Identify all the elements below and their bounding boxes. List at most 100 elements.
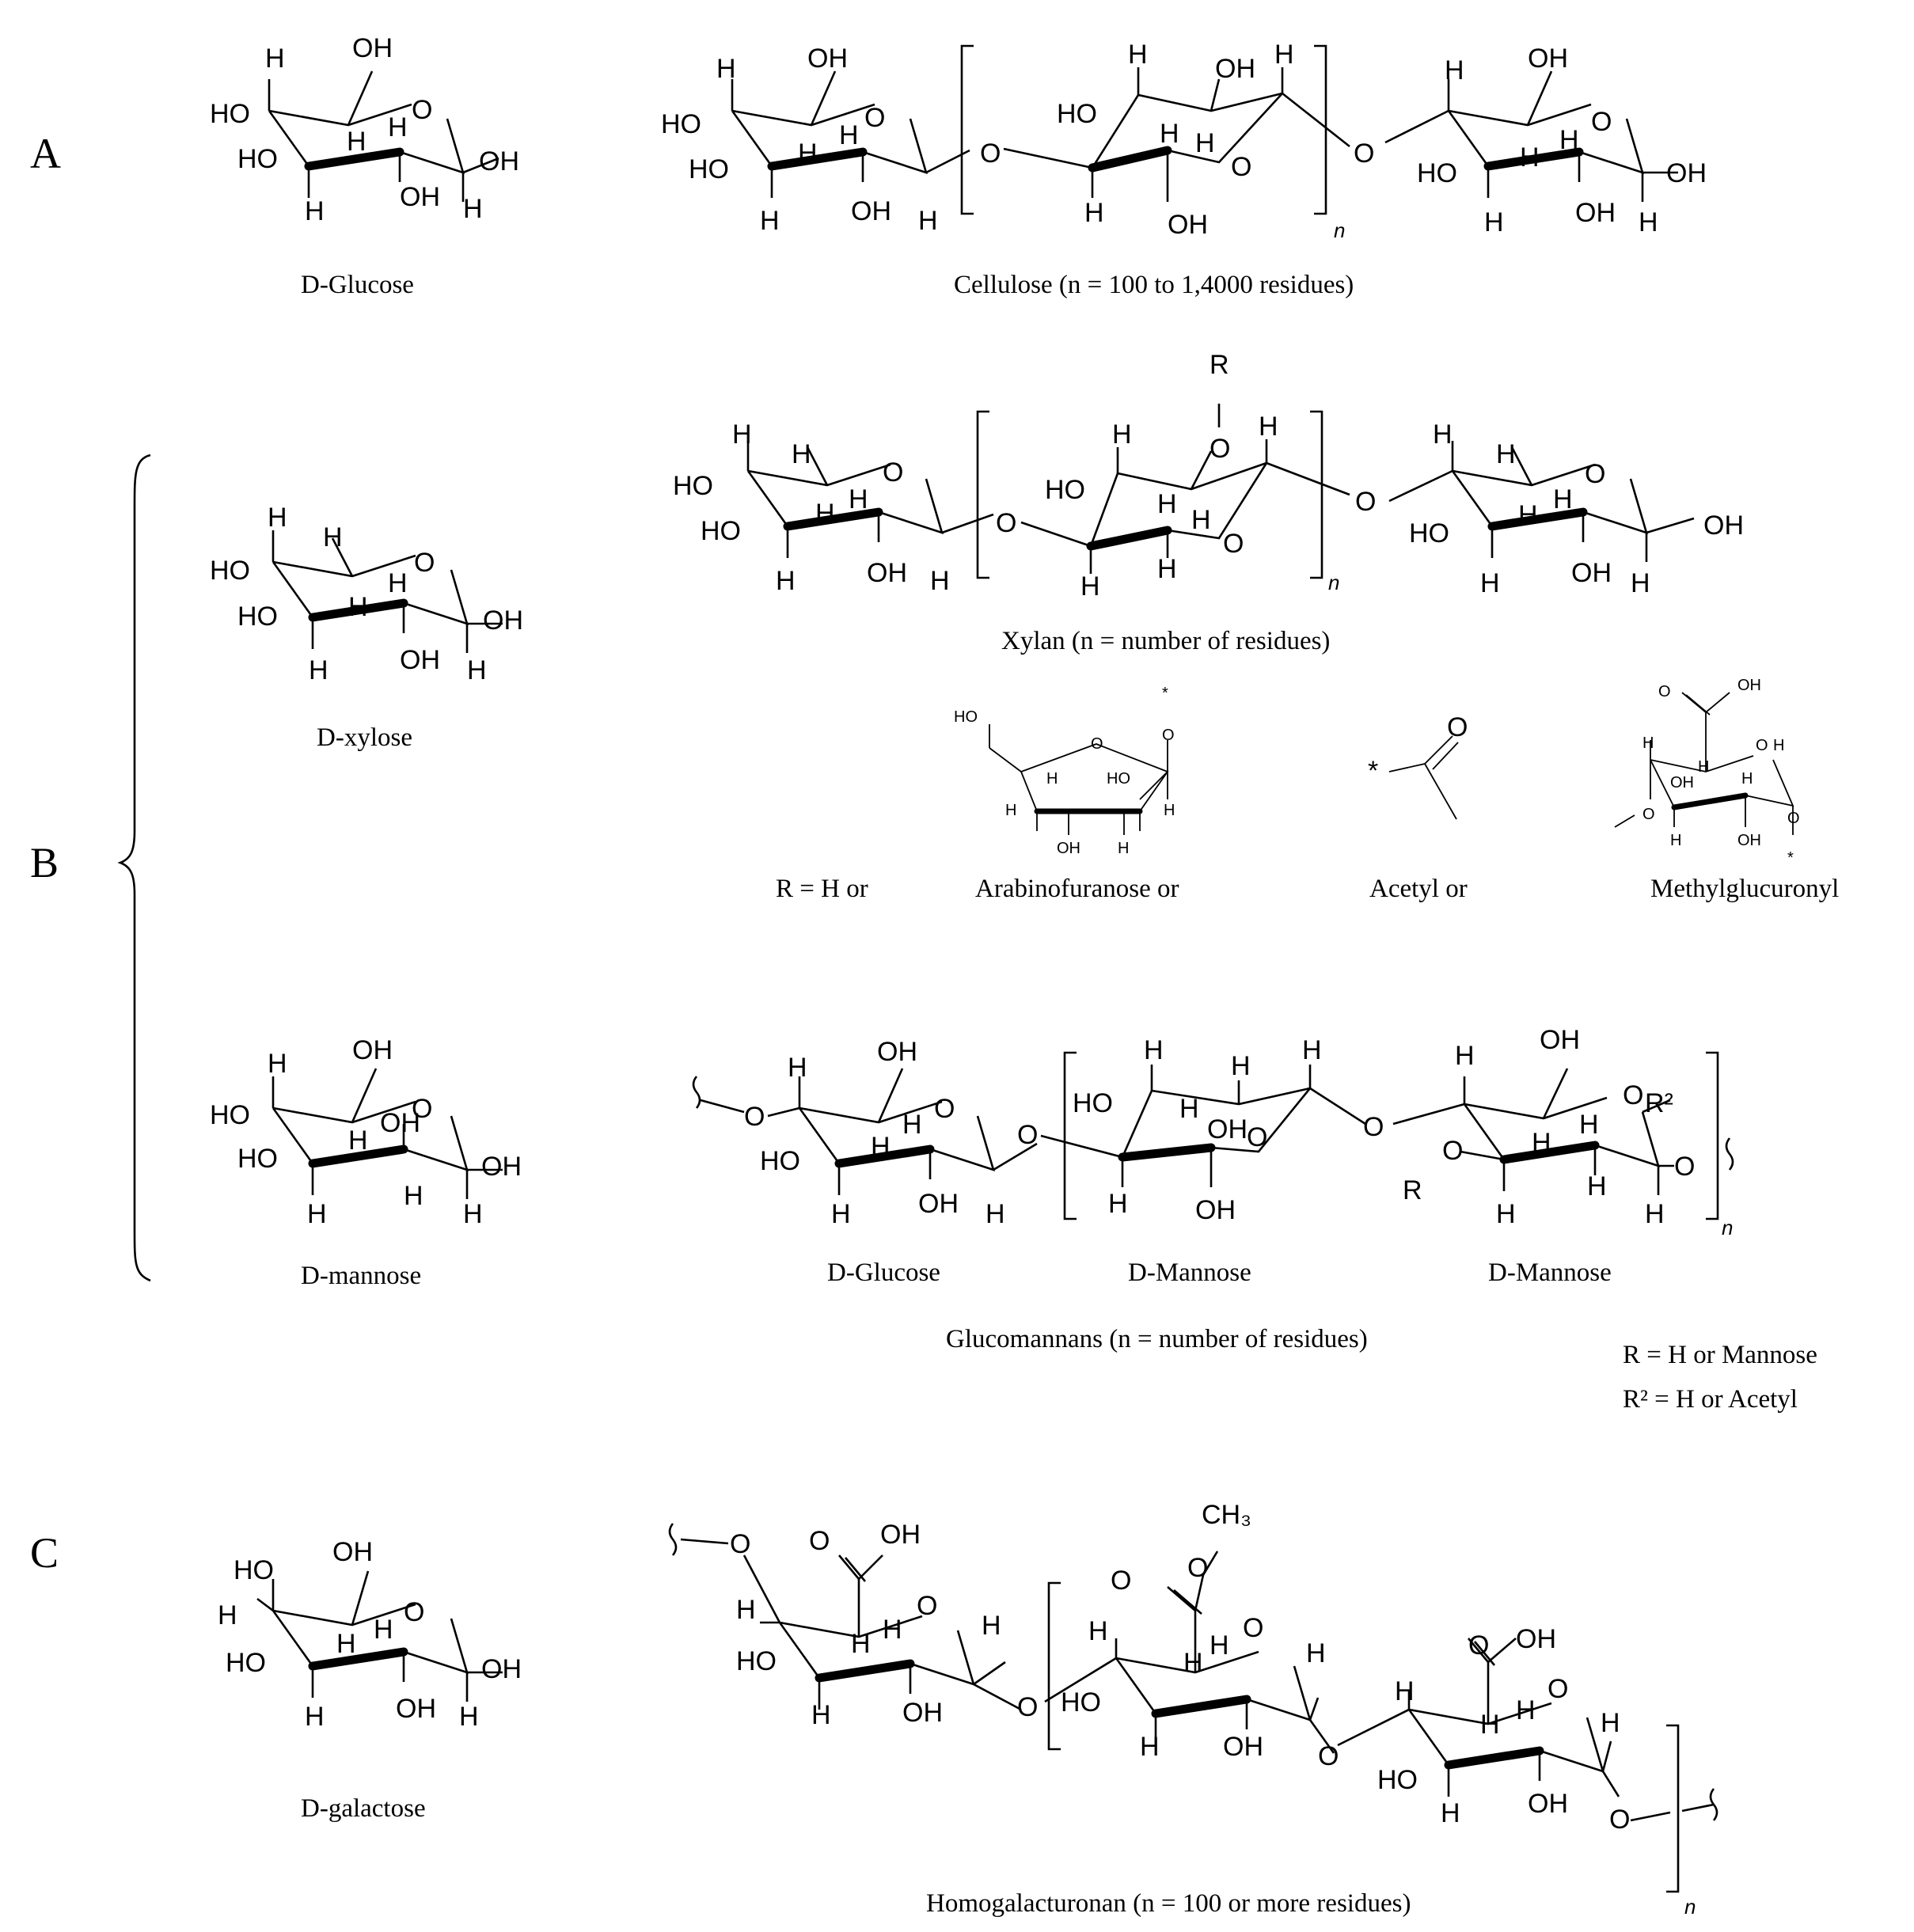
- homogalacturonan-ring-2: [1044, 1551, 1335, 1754]
- atom-label: H: [1046, 770, 1058, 788]
- atom-label: O: [412, 95, 432, 125]
- r-prefix-label: R = H or: [776, 875, 868, 903]
- bracket-right: [1706, 1051, 1719, 1220]
- atom-label: H: [1516, 1695, 1536, 1725]
- polymer-label-xylan: Xylan (n = number of residues): [1001, 627, 1330, 655]
- atom-label: H: [1642, 734, 1654, 752]
- atom-label: H: [760, 206, 780, 236]
- atom-label: OH: [1737, 677, 1761, 694]
- repeat-n: n: [1334, 218, 1345, 242]
- atom-label: H: [1518, 500, 1538, 530]
- homogalacturonan-ring-1: [742, 1554, 1022, 1711]
- atom-label: H: [851, 1629, 871, 1659]
- atom-label: OH: [867, 558, 907, 588]
- section-label-a: A: [30, 130, 61, 177]
- atom-label: O: [1585, 459, 1605, 489]
- monomer-label-galactose: D-galactose: [301, 1794, 426, 1823]
- atom-label: OH: [1571, 558, 1612, 588]
- atom-label: OH: [1703, 511, 1744, 541]
- atom-label: OH: [1195, 1195, 1236, 1225]
- atom-label: H: [1445, 55, 1464, 85]
- atom-label: HO: [736, 1646, 777, 1676]
- polymer-label-glucomannans: Glucomannans (n = number of residues): [946, 1325, 1368, 1353]
- glucose-structure: [269, 70, 499, 202]
- atom-label: O: [1548, 1674, 1568, 1704]
- atom-label: HO: [1409, 518, 1449, 548]
- atom-label: O: [1442, 1136, 1463, 1166]
- atom-label: O: [980, 139, 1001, 169]
- atom-label: H: [1183, 1648, 1203, 1678]
- bracket-right: [1310, 410, 1323, 579]
- atom-label: OH: [1666, 158, 1707, 188]
- atom-label: H: [1631, 568, 1650, 598]
- atom-label: H: [1579, 1110, 1599, 1140]
- atom-label: H: [348, 592, 368, 622]
- atom-label: R: [1210, 350, 1229, 380]
- atom-label: O: [1017, 1120, 1038, 1150]
- atom-label: O: [1623, 1080, 1643, 1110]
- atom-label: H: [1496, 1199, 1516, 1229]
- arabinofuranose-label: Arabinofuranose or: [975, 875, 1179, 903]
- atom-label: H: [1157, 489, 1177, 519]
- atom-label: H: [388, 568, 408, 598]
- section-label-b: B: [30, 839, 59, 886]
- atom-label: H: [347, 127, 366, 157]
- atom-label: OH: [352, 1035, 393, 1065]
- atom-label: O: [1210, 434, 1230, 464]
- atom-label: O: [404, 1597, 424, 1627]
- atom-label: H: [1274, 40, 1294, 70]
- atom-label: H: [1128, 40, 1148, 70]
- polymer-label-cellulose: Cellulose (n = 100 to 1,4000 residues): [954, 271, 1354, 299]
- atom-label: H: [1601, 1708, 1620, 1738]
- atom-label: O: [1223, 529, 1244, 559]
- atom-label: OH: [481, 1152, 522, 1182]
- atom-label: H: [1080, 571, 1100, 602]
- atom-label: H: [815, 499, 835, 529]
- atom-label: OH: [481, 1654, 522, 1684]
- atom-label: H: [467, 655, 487, 685]
- atom-label: H: [1480, 1710, 1500, 1740]
- atom-label: HO: [1073, 1088, 1113, 1118]
- atom-label: H: [1670, 832, 1681, 849]
- repeat-n: n: [1328, 571, 1339, 594]
- atom-label: H: [831, 1199, 851, 1229]
- atom-label: H: [1639, 207, 1658, 237]
- note-r2-definition: R² = H or Acetyl: [1623, 1385, 1798, 1414]
- atom-label: H: [776, 566, 796, 596]
- atom-label: O: [412, 1094, 432, 1124]
- atom-label: O: [917, 1591, 937, 1621]
- atom-label: OH: [1215, 54, 1255, 84]
- atom-label: HO: [210, 556, 250, 586]
- atom-label: HO: [226, 1648, 266, 1678]
- atom-label: H: [307, 1199, 327, 1229]
- monomer-label-mannose: D-mannose: [301, 1262, 421, 1290]
- wavy-bond-left: [692, 1076, 701, 1109]
- atom-label: H: [1484, 207, 1504, 237]
- bracket-left: [1063, 1051, 1077, 1220]
- atom-label: H: [1441, 1798, 1460, 1828]
- atom-label: OH: [380, 1108, 420, 1138]
- atom-label: HO: [237, 1144, 278, 1174]
- repeat-n: n: [1684, 1895, 1696, 1919]
- atom-label: OH: [479, 146, 519, 176]
- atom-label: H: [985, 1199, 1005, 1229]
- atom-label: OH: [400, 182, 440, 212]
- glucomannan-mannose-ring-2: [1392, 1068, 1674, 1195]
- atom-label: H: [1520, 142, 1540, 173]
- glucomannan-mannose-ring-1: [1040, 1065, 1366, 1187]
- atom-label: OH: [918, 1189, 959, 1219]
- atom-label: H: [1395, 1676, 1415, 1706]
- note-r-definition: R = H or Mannose: [1623, 1341, 1817, 1369]
- atom-label: O: [1247, 1122, 1267, 1152]
- atom-label: HO: [673, 471, 713, 501]
- atom-label: H: [1195, 128, 1215, 158]
- atom-label: HO: [689, 154, 729, 184]
- atom-label: *: [1368, 756, 1378, 786]
- atom-label: O: [1658, 683, 1671, 700]
- atom-label: O: [1642, 806, 1655, 823]
- glucomannan-unit-1: D-Glucose: [827, 1258, 940, 1287]
- atom-label: OH: [332, 1537, 373, 1567]
- xylose-structure: [273, 530, 503, 653]
- atom-label: H: [1191, 505, 1211, 535]
